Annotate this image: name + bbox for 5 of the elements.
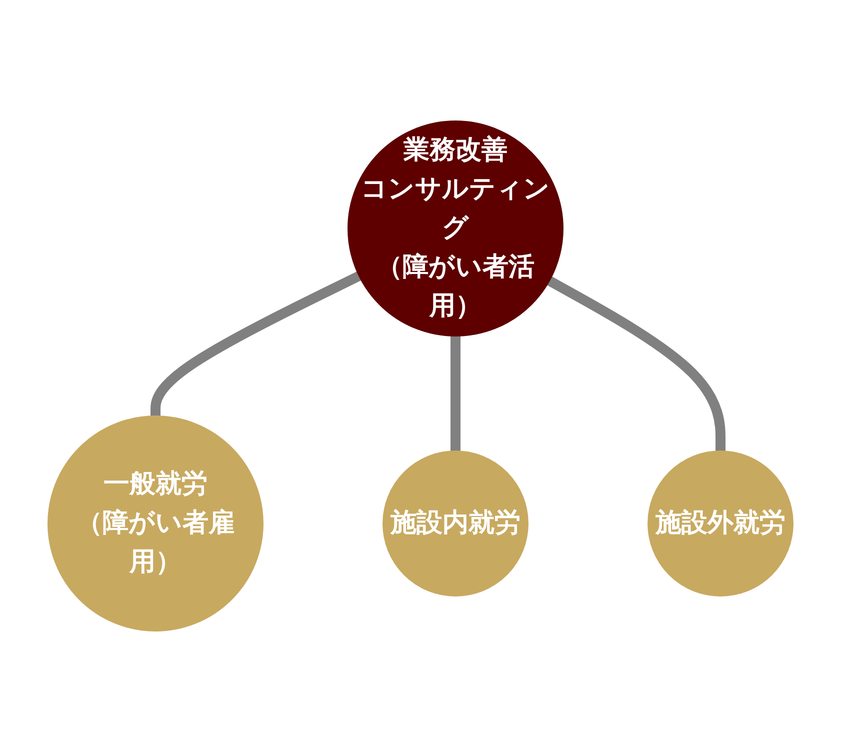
connector	[150, 270, 362, 416]
node-circle: 一般就労 （障がい者雇用）	[48, 415, 264, 631]
connector	[450, 336, 460, 450]
node-circle: 業務改善 コンサルティング （障がい者活用）	[348, 120, 564, 336]
connector	[547, 276, 726, 450]
